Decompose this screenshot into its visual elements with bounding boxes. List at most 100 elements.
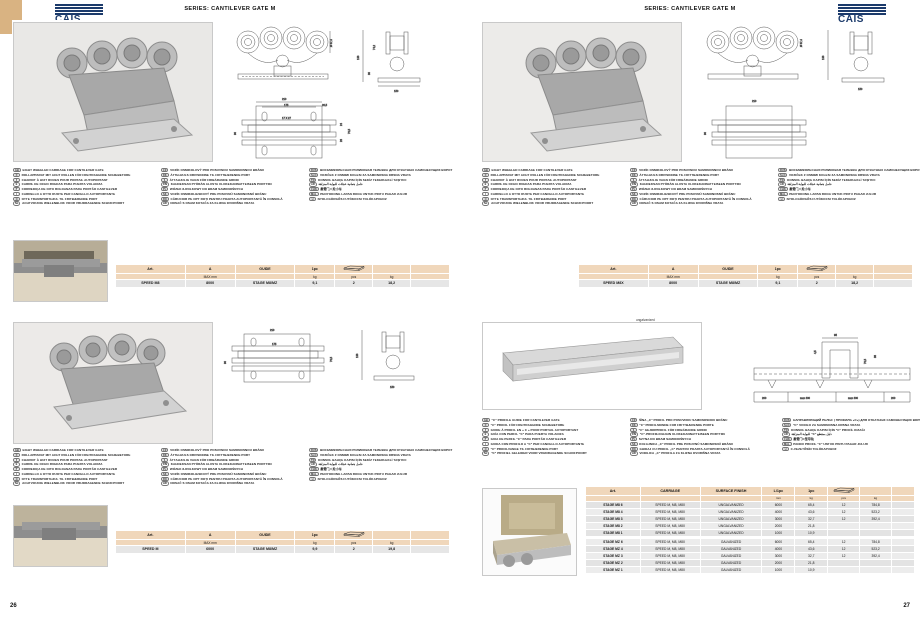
language-code-badge: TR <box>309 457 317 462</box>
language-code-badge: SLO <box>778 172 788 177</box>
col-guide: GUIDE <box>234 264 296 274</box>
cell-pcs: 12 <box>827 507 861 516</box>
svg-text:90: 90 <box>233 132 237 135</box>
language-code-badge: RUS <box>309 168 319 173</box>
language-code-badge: H <box>782 446 789 451</box>
cell-art-3: SPEED M8X <box>578 279 649 288</box>
cell-1pc: 43,6 <box>794 507 829 516</box>
cell-finish: UNGALVANIZED <box>699 521 763 530</box>
language-description: GHIDAJ CU PROFIL „C" PENTRU POARTA AUTOP… <box>639 446 750 451</box>
col-kg-2 <box>372 530 412 540</box>
cell-carriage: SPEED M, M8, M8X <box>639 500 701 509</box>
language-description: NOSAČ S OSAM KOTAČA ZA KLIZNA DVORIŠNA V… <box>170 481 255 486</box>
language-code-badge: E <box>482 182 489 187</box>
cell-1pc: 10,9 <box>794 565 829 574</box>
cell-blank <box>891 500 915 509</box>
svg-text:70,5: 70,5 <box>347 128 351 134</box>
col-length: L/1pc <box>761 486 796 496</box>
cell-1pc: 9,1 <box>294 279 336 288</box>
cell-blank-3 <box>873 279 913 288</box>
language-code-badge: TR <box>782 427 790 432</box>
unit-art-3 <box>578 273 649 280</box>
spec-table-header-row-3: Art. A GUIDE 1pc <box>578 264 913 274</box>
language-description: ACHTVOUDIG WIELENBLOK VOOR VRIJDRAGENDE … <box>22 201 125 206</box>
language-description: WÓZEK 8-ROLKOWY DO BRAM SAMONOŚNYCH <box>169 187 244 192</box>
svg-text:200: 200 <box>891 396 896 400</box>
language-code-badge: I <box>13 471 20 477</box>
cell-1pc: 32,7 <box>794 551 829 560</box>
language-code-badge: S <box>161 457 168 462</box>
cell-blank <box>891 537 915 546</box>
language-code-badge: NL <box>13 481 21 486</box>
language-code-badge: D <box>482 172 489 177</box>
cell-guide-2: STAGE M8/MZ <box>234 545 296 554</box>
language-description: VOZÍK OSMIKOLIESKOVÝ PRE POSUVNÚ SAMONOS… <box>170 191 267 196</box>
cell-finish: GALVANIZED <box>699 558 763 567</box>
language-code-badge: RUS <box>778 168 788 173</box>
language-description: НАПРАВЛЯЮЩИЙ РЕЛЬС ( ПРОФИЛЬ «С») ДЛЯ ОТ… <box>793 418 920 422</box>
col-guide-3: GUIDE <box>697 264 759 274</box>
bigspec-unit-row: mm kg pcs kg <box>585 495 915 502</box>
language-code-badge: HR <box>630 451 638 456</box>
language-code-badge: CZ <box>161 448 169 453</box>
cell-kg: 784,8 <box>859 537 893 546</box>
note-ungalvanized: ungalvanized <box>636 318 655 322</box>
language-description: "C" PROFILVANGE TIL FRITBÆRENDE PORT <box>490 446 559 451</box>
unit-guide-2 <box>234 539 296 546</box>
language-code-badge: MAL <box>778 191 788 197</box>
cell-blank <box>891 544 915 553</box>
language-code-badge: F <box>13 177 20 182</box>
language-description: KONSOL BAHÇE KAPISI İÇİN SEKİZ TEKERLEKL… <box>318 457 407 462</box>
cell-blank <box>891 514 915 523</box>
language-description: VOZÍK OSMIKOLOVÝ PRO POSUVNOU SAMONOSNOU… <box>170 168 265 172</box>
language-description: CHARIOT À HUIT ROUES POUR PORTAIL AUTOPO… <box>490 177 577 182</box>
language-description: 悬臂门八轮小车 <box>789 187 811 192</box>
language-code-badge: MAL <box>309 191 319 197</box>
language-code-badge: SK <box>630 191 638 197</box>
technical-drawing-carriage-2: 210 175 90 70,5 136 150 <box>222 322 452 444</box>
language-description: CARRELLO A OTTO RUOTE PER CANCELLO AUTOP… <box>490 191 585 196</box>
language-description: PENYOKONG LAPAN RODA UNTUK PINTU PAGAR J… <box>789 191 877 196</box>
cell-pcs <box>827 565 861 574</box>
language-description: KOĽAJNICA „C" PROFIL PRE POSUVNÚ SAMONOS… <box>639 441 734 446</box>
cell-art: STAGE MZ 4 <box>585 544 641 553</box>
language-code-badge: CHN <box>309 187 319 192</box>
svg-text:90: 90 <box>223 361 227 364</box>
spec-table-speed-m8x: Art. A GUIDE 1pc MAX mm <box>578 264 913 288</box>
unit-pcs-2: pcs <box>334 539 374 546</box>
cell-pcs-3: 2 <box>797 279 837 288</box>
language-description: CĂRUCIOR PE OPT ROŢI PENTRU POARTA AUTOP… <box>639 196 752 201</box>
table-row: SPEED M8X 8000 STAGE M8/MZ 9,1 2 18,2 <box>578 279 913 288</box>
language-code-badge: E <box>482 432 489 437</box>
language-code-badge: TR <box>778 177 786 182</box>
language-description: "C" PROFILE GUIDE FOR CANTILEVER GATE <box>491 418 560 422</box>
language-description: KAHDEKSAN PYÖRÄN ALUSTA ULOKEKANNATTEISE… <box>170 462 272 467</box>
unit-guide-3 <box>697 273 759 280</box>
cell-length: 1000 <box>761 528 796 537</box>
language-code-badge: RUS <box>782 418 792 423</box>
cell-art: STAGE M8 2 <box>585 521 641 530</box>
cell-art: STAGE M8 3 <box>585 514 641 523</box>
col-1pc-big: 1pc <box>794 486 829 496</box>
language-code-badge: RO <box>161 476 169 481</box>
cell-1pc: 32,7 <box>794 514 829 523</box>
